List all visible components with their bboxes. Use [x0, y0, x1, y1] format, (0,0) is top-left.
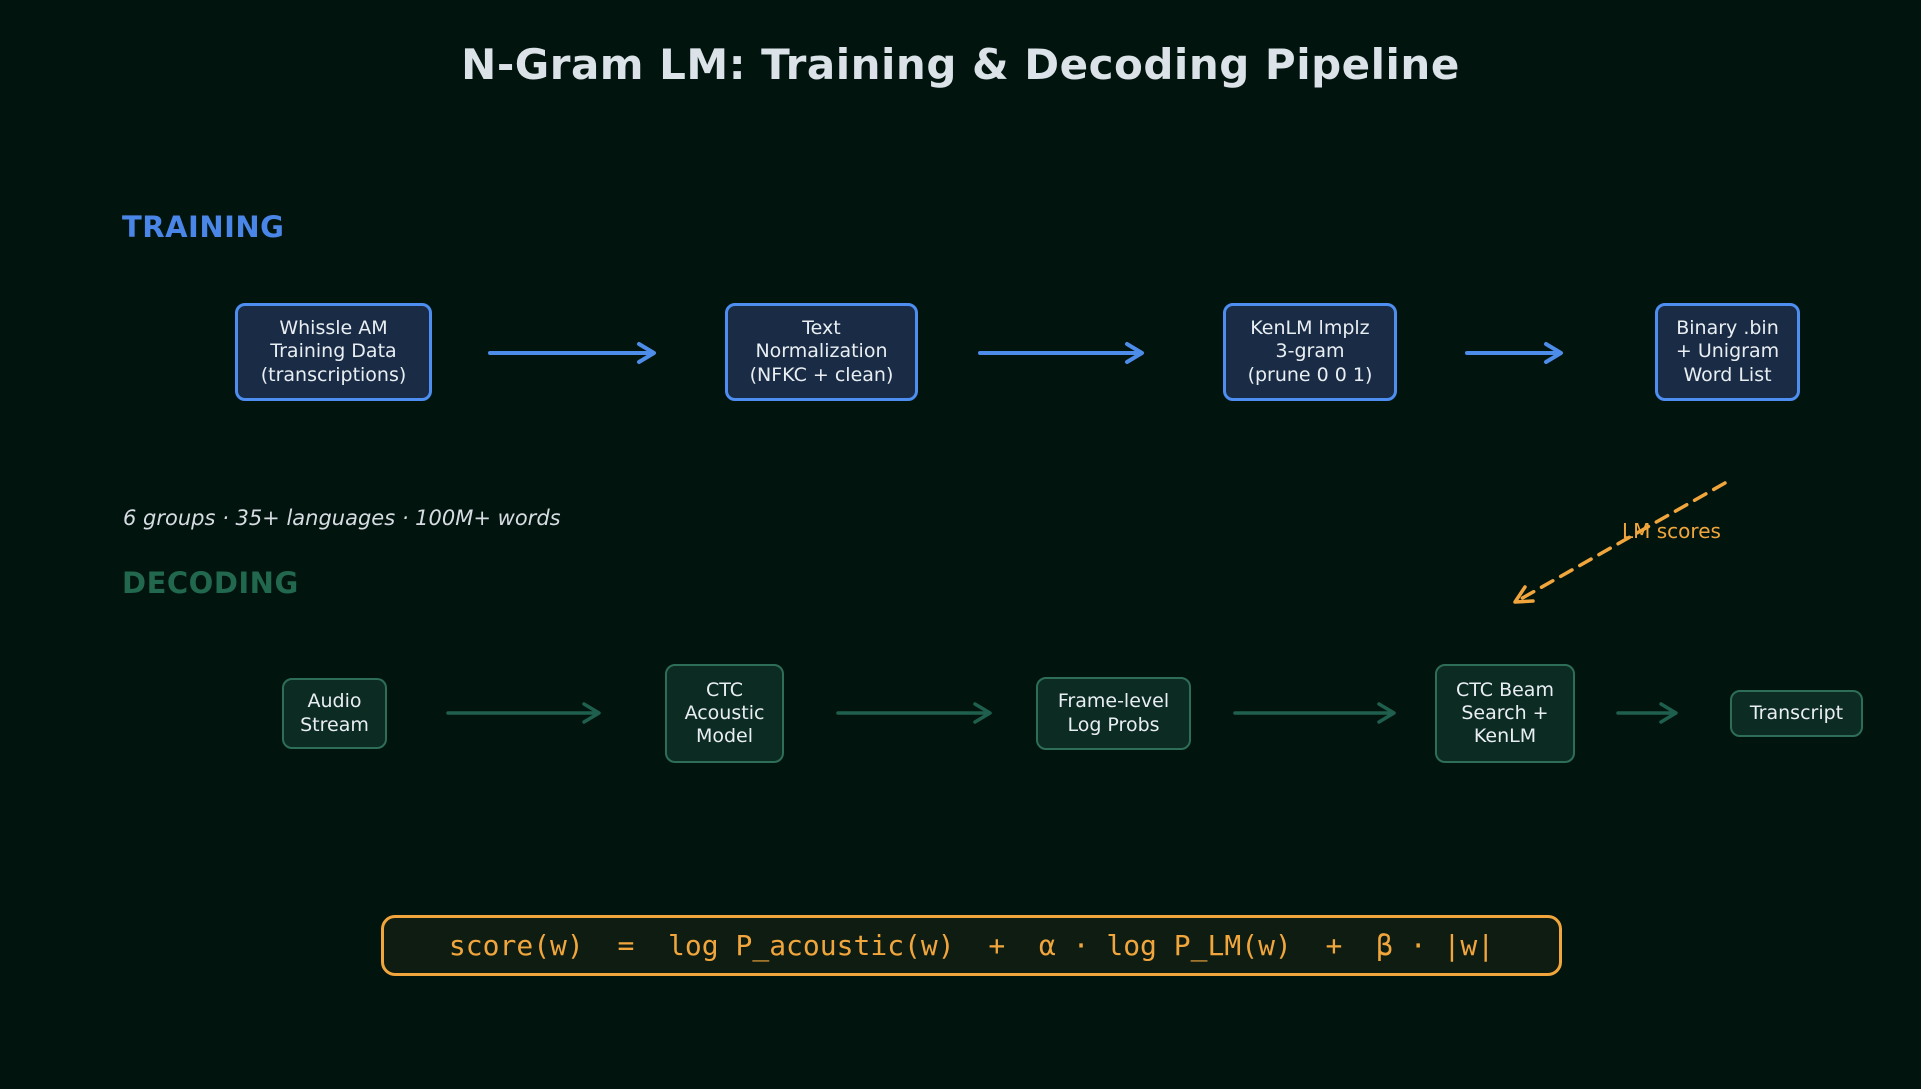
node-binary-bin-word-list: Binary .bin + Unigram Word List	[1655, 303, 1800, 401]
training-arrow-3-icon	[1465, 342, 1563, 364]
decoding-arrow-2-icon	[836, 702, 992, 724]
node-kenlm-lmplz: KenLM lmplz 3-gram (prune 0 0 1)	[1223, 303, 1397, 401]
score-formula-text: score(w) = log P_acoustic(w) + α · log P…	[448, 929, 1495, 962]
decoding-arrow-4-icon	[1616, 702, 1678, 724]
node-ctc-acoustic-model: CTC Acoustic Model	[665, 664, 784, 763]
lm-scores-arrowhead-icon	[1513, 585, 1535, 604]
decoding-arrow-3-icon	[1233, 702, 1396, 724]
training-section-label: TRAINING	[122, 210, 285, 244]
lm-scores-label: LM scores	[1622, 519, 1721, 543]
node-audio-stream: Audio Stream	[282, 678, 387, 749]
training-arrow-2-icon	[978, 342, 1144, 364]
page-title: N-Gram LM: Training & Decoding Pipeline	[461, 40, 1460, 89]
training-stats-note: 6 groups · 35+ languages · 100M+ words	[123, 506, 561, 530]
node-transcript: Transcript	[1730, 690, 1863, 737]
decoding-section-label: DECODING	[122, 566, 299, 600]
score-formula-box: score(w) = log P_acoustic(w) + α · log P…	[381, 915, 1562, 976]
decoding-arrow-1-icon	[446, 702, 601, 724]
node-ctc-beam-search-kenlm: CTC Beam Search + KenLM	[1435, 664, 1575, 763]
node-frame-level-log-probs: Frame-level Log Probs	[1036, 677, 1191, 750]
training-arrow-1-icon	[488, 342, 656, 364]
node-text-normalization: Text Normalization (NFKC + clean)	[725, 303, 918, 401]
node-whissle-am-training-data: Whissle AM Training Data (transcriptions…	[235, 303, 432, 401]
